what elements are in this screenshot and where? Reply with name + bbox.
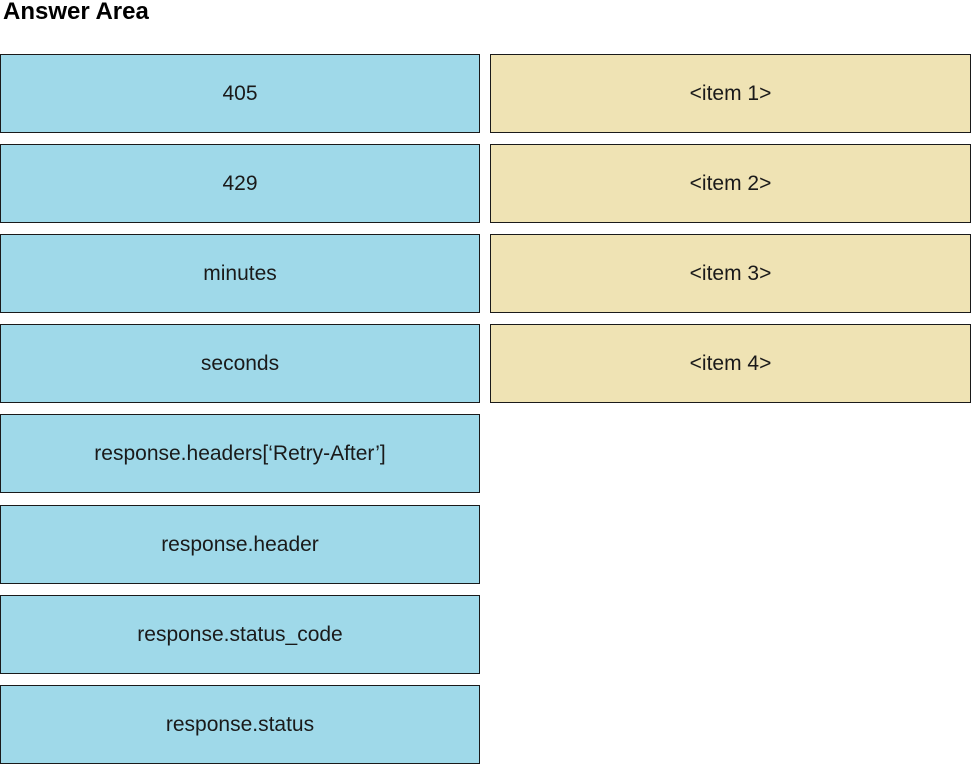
option-minutes[interactable]: minutes bbox=[0, 234, 480, 313]
option-429[interactable]: 429 bbox=[0, 144, 480, 223]
option-response-status-code[interactable]: response.status_code bbox=[0, 595, 480, 674]
option-seconds[interactable]: seconds bbox=[0, 324, 480, 403]
answer-area-title: Answer Area bbox=[3, 0, 149, 25]
drop-target-item-1[interactable]: <item 1> bbox=[490, 54, 971, 133]
drop-target-item-3[interactable]: <item 3> bbox=[490, 234, 971, 313]
drop-target-item-4[interactable]: <item 4> bbox=[490, 324, 971, 403]
option-405[interactable]: 405 bbox=[0, 54, 480, 133]
drop-target-item-2[interactable]: <item 2> bbox=[490, 144, 971, 223]
option-response-headers-retry-after[interactable]: response.headers[‘Retry-After’] bbox=[0, 414, 480, 493]
option-response-status[interactable]: response.status bbox=[0, 685, 480, 764]
option-response-header[interactable]: response.header bbox=[0, 505, 480, 584]
